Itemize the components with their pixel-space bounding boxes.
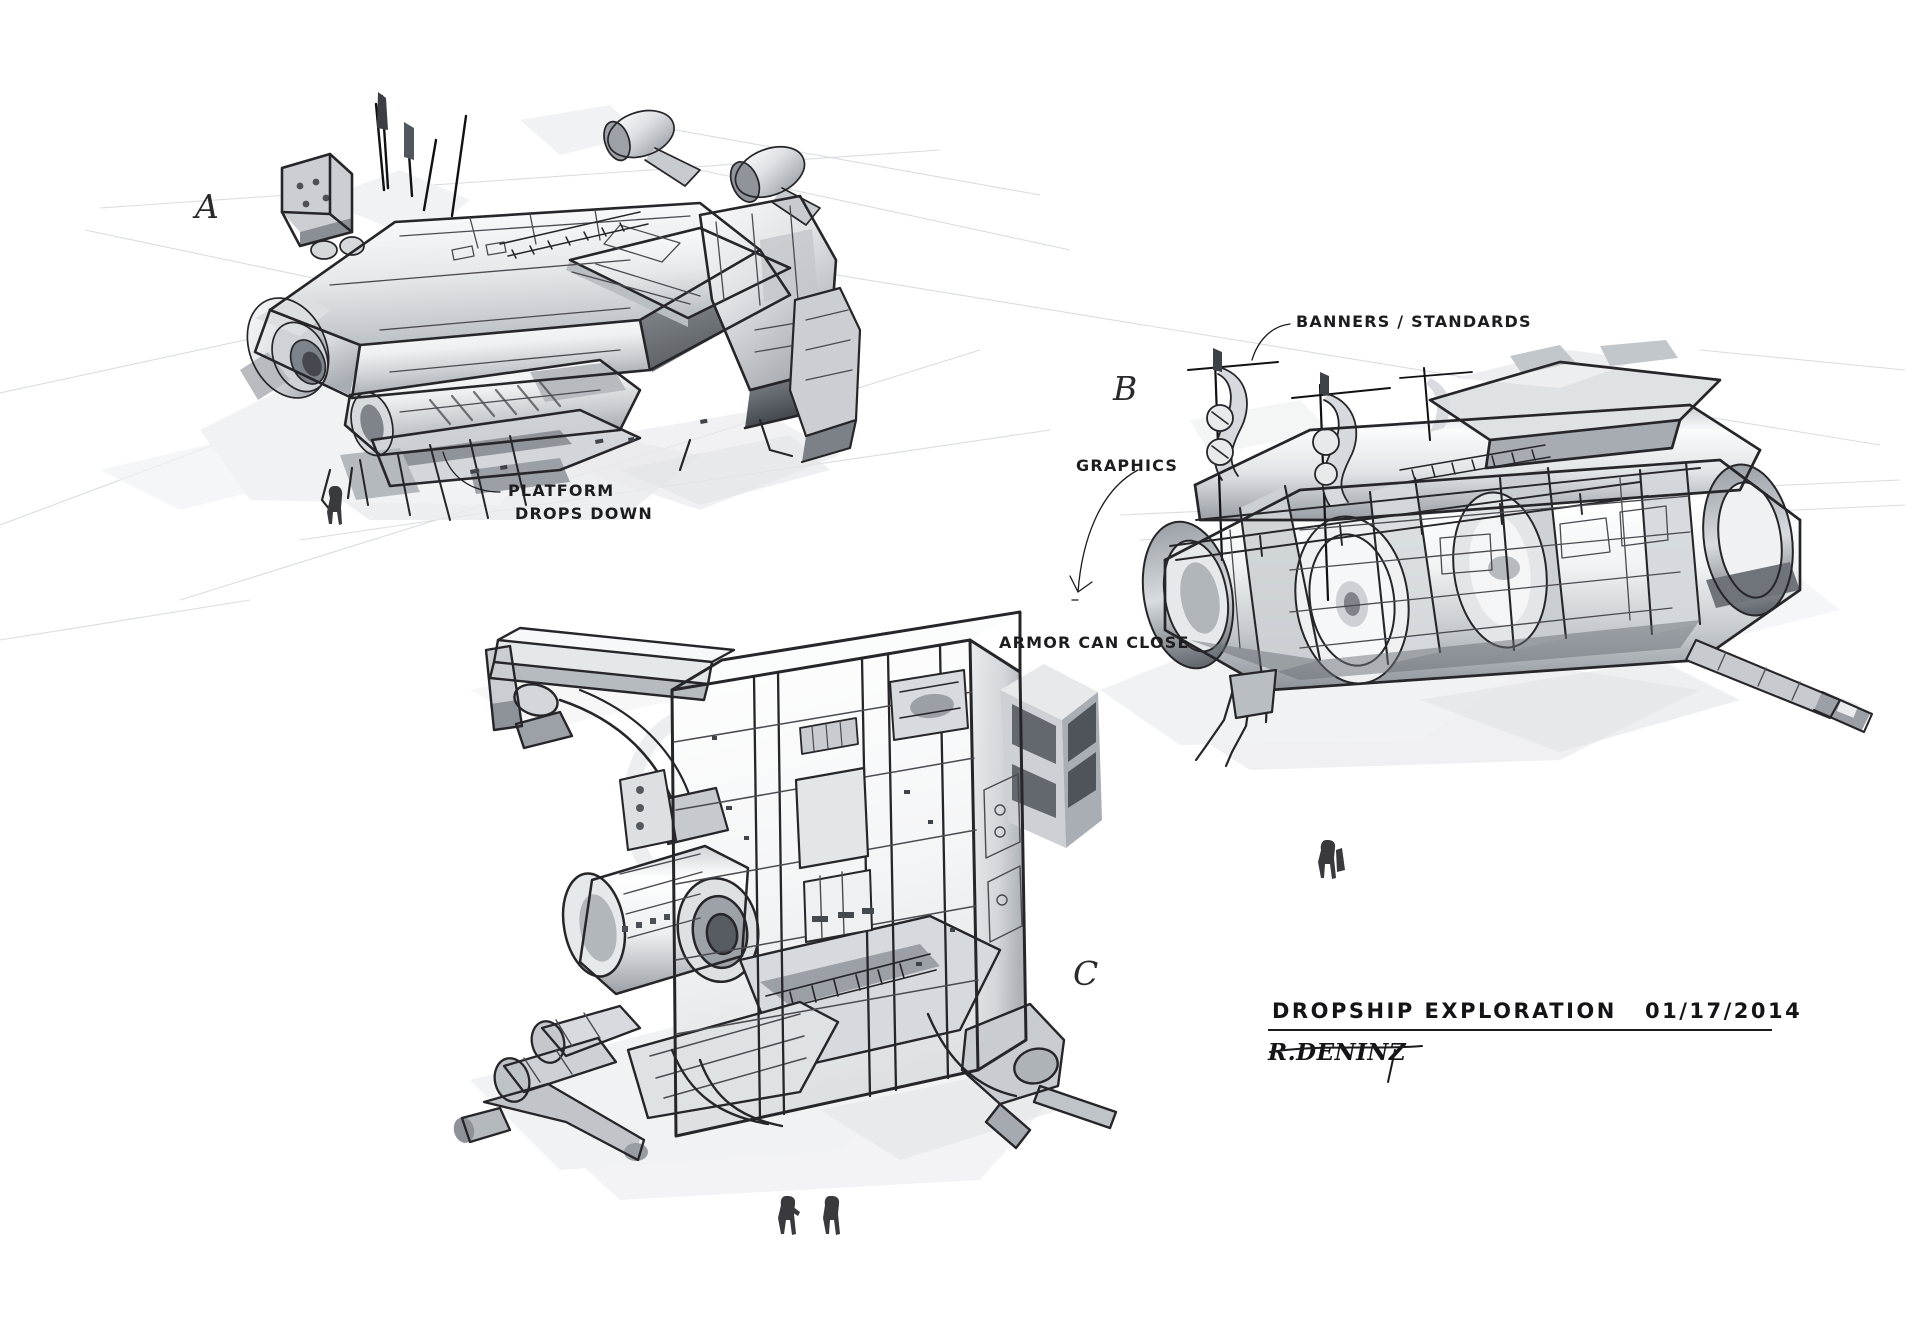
annotation-platform-drops-down-line1: PLATFORM — [508, 481, 614, 500]
annotation-graphics: GRAPHICS — [1076, 456, 1178, 475]
figure-view-c-right — [823, 1196, 840, 1235]
figure-view-c-left — [778, 1196, 800, 1235]
title-block-date: 01/17/2014 — [1645, 999, 1802, 1023]
annotation-platform-drops-down-line2: DROPS DOWN — [515, 504, 653, 523]
view-label-a: A — [192, 187, 219, 226]
signature-flourish — [1269, 1045, 1423, 1083]
view-label-b: B — [1112, 369, 1137, 408]
title-block-signature: R.DENINZ — [1267, 1039, 1407, 1066]
annotation-armor-can-close: ARMOR CAN CLOSE — [999, 633, 1190, 652]
figure-view-b — [1318, 840, 1345, 879]
figure-view-a — [327, 486, 343, 525]
title-block-title: DROPSHIP EXPLORATION — [1272, 999, 1617, 1023]
annotation-banners-standards: BANNERS / STANDARDS — [1296, 312, 1532, 331]
view-label-c: C — [1073, 954, 1098, 993]
